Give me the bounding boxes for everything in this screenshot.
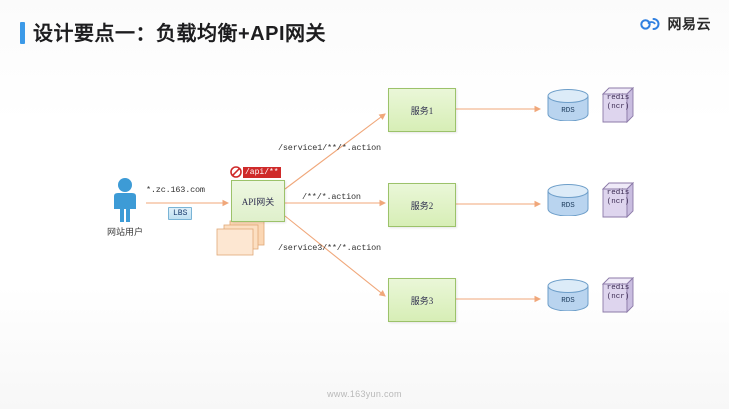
database-cylinder-icon: RDS <box>547 279 589 311</box>
person-icon <box>96 177 154 223</box>
redis-node-3: redis (ncr) <box>602 276 638 314</box>
api-gateway-node: API网关 <box>231 180 285 222</box>
database-cylinder-icon: RDS <box>547 89 589 121</box>
cube-icon <box>602 86 635 124</box>
svg-text:RDS: RDS <box>561 107 575 115</box>
svg-text:RDS: RDS <box>561 297 575 305</box>
website-user-node: 网站用户 <box>96 177 154 238</box>
gateway-deny-pattern: /api/** <box>243 166 281 178</box>
rds-node-1: RDS <box>546 89 590 121</box>
route-label-service2: /**/*.action <box>302 192 361 202</box>
slide-header: 设计要点一：负载均衡+API网关 网易云 <box>0 0 729 56</box>
service-node-2: 服务2 <box>388 183 456 227</box>
rds-node-3: RDS <box>546 279 590 311</box>
netease-cloud-icon <box>638 14 664 34</box>
redis-label-2: redis (ncr) <box>606 189 630 206</box>
entry-domain-label: *.zc.163.com <box>146 185 205 195</box>
redis-node-1: redis (ncr) <box>602 86 638 124</box>
redis-label-1: redis (ncr) <box>606 94 630 111</box>
page-title: 设计要点一：负载均衡+API网关 <box>33 23 327 45</box>
brand-name: 网易云 <box>667 16 711 32</box>
architecture-diagram: 网站用户 *.zc.163.com LBS /api/** API网关 /s <box>0 56 729 386</box>
title-accent-bar <box>20 22 25 44</box>
database-cylinder-icon: RDS <box>547 184 589 216</box>
redis-label-3: redis (ncr) <box>606 284 630 301</box>
route-label-service3: /service3/**/*.action <box>278 243 381 253</box>
redis-node-2: redis (ncr) <box>602 181 638 219</box>
rds-node-2: RDS <box>546 184 590 216</box>
no-entry-icon <box>230 166 242 178</box>
brand-logo: 网易云 <box>638 14 712 34</box>
cube-icon <box>602 276 635 314</box>
website-user-label: 网站用户 <box>106 227 143 237</box>
svg-text:RDS: RDS <box>561 202 575 210</box>
lbs-badge: LBS <box>168 207 193 220</box>
footer-url: www.163yun.com <box>327 389 402 399</box>
gateway-deny-rule: /api/** <box>230 166 281 178</box>
cube-icon <box>602 181 635 219</box>
service-node-3: 服务3 <box>388 278 456 322</box>
route-label-service1: /service1/**/*.action <box>278 143 381 153</box>
stacked-cards-icon <box>216 219 266 257</box>
service-node-1: 服务1 <box>388 88 456 132</box>
